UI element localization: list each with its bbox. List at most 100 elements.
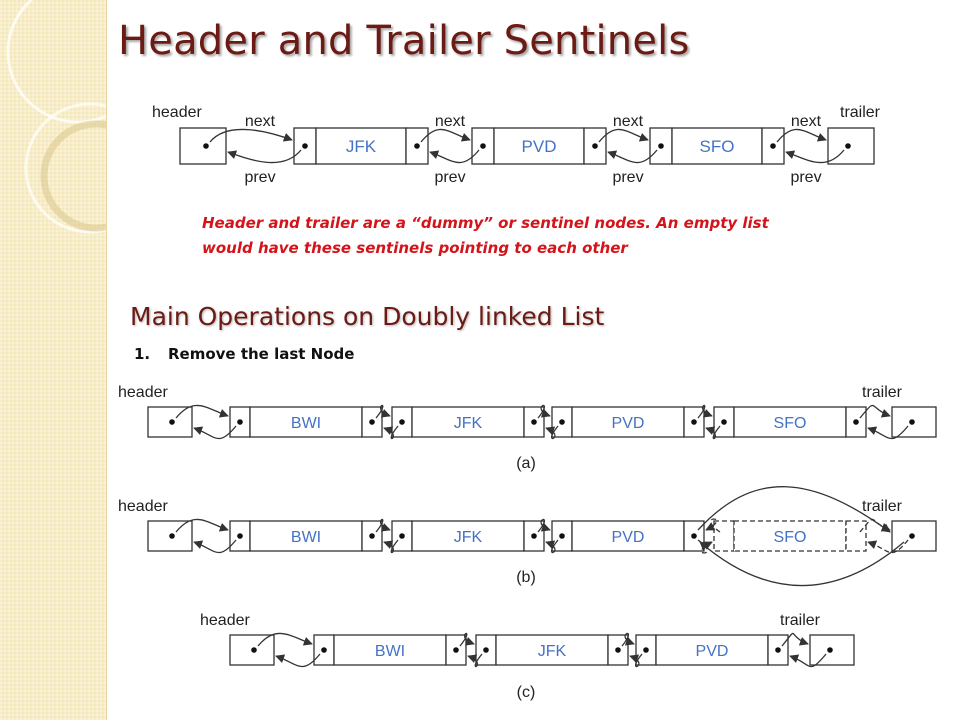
step-number: 1. bbox=[134, 345, 151, 363]
prev-label: prev bbox=[790, 169, 821, 186]
node-prev-dot bbox=[721, 419, 727, 425]
header-label: header bbox=[118, 498, 168, 515]
next-link-arrow-1 bbox=[375, 404, 391, 419]
node-next-dot bbox=[775, 647, 781, 653]
next-label: next bbox=[791, 113, 822, 130]
next-link-arrow-0 bbox=[257, 632, 313, 647]
node-element-cell bbox=[655, 634, 769, 666]
node-next-cell bbox=[845, 520, 867, 552]
node-prev-dot bbox=[399, 533, 405, 539]
prev-link-arrow-1 bbox=[383, 425, 399, 440]
prev-link-arrow-2 bbox=[607, 149, 658, 164]
next-link-arrow-3 bbox=[776, 128, 827, 143]
node-prev-dot bbox=[480, 143, 486, 149]
slide-title: Header and Trailer Sentinels bbox=[118, 18, 690, 64]
header-pointer-dot bbox=[169, 533, 175, 539]
prev-link-arrow-3 bbox=[789, 653, 827, 668]
node-next-dot bbox=[369, 533, 375, 539]
node-prev-dot bbox=[399, 419, 405, 425]
node-label: SFO bbox=[700, 137, 735, 156]
trailer-pointer-dot bbox=[845, 143, 851, 149]
node-next-dot bbox=[531, 419, 537, 425]
node-next-dot bbox=[615, 647, 621, 653]
next-link-arrow-3 bbox=[781, 632, 809, 647]
node-next-dot bbox=[531, 533, 537, 539]
sentinel-note: Header and trailer are a “dummy” or sent… bbox=[202, 211, 922, 261]
node-prev-dot bbox=[643, 647, 649, 653]
prev-link-arrow-2 bbox=[629, 653, 643, 668]
node-next-dot bbox=[691, 533, 697, 539]
node-element-cell bbox=[493, 127, 585, 165]
prev-link-arrow-0 bbox=[193, 539, 237, 554]
node-prev-dot bbox=[302, 143, 308, 149]
prev-link-arrow-0 bbox=[227, 149, 302, 164]
node-element-cell bbox=[733, 520, 847, 552]
trailer-label: trailer bbox=[780, 612, 821, 629]
node-label: PVD bbox=[696, 643, 729, 660]
node-label: JFK bbox=[346, 137, 377, 156]
next-link-arrow-1 bbox=[375, 518, 391, 533]
node-label: BWI bbox=[291, 529, 321, 546]
node-prev-dot bbox=[237, 419, 243, 425]
node-prev-cell bbox=[713, 520, 735, 552]
node-next-dot bbox=[453, 647, 459, 653]
section-heading: Main Operations on Doubly linked List bbox=[130, 302, 605, 331]
node-label: PVD bbox=[522, 137, 557, 156]
node-element-cell bbox=[671, 127, 763, 165]
next-link-arrow-1 bbox=[459, 632, 475, 647]
next-link-arrow-1 bbox=[420, 128, 471, 143]
node-label: BWI bbox=[375, 643, 405, 660]
next-link-arrow-0 bbox=[175, 518, 229, 533]
next-link-arrow-4 bbox=[859, 404, 891, 419]
next-link-arrow-0 bbox=[175, 404, 229, 419]
trailer-pointer-dot bbox=[827, 647, 833, 653]
prev-link-arrow-3 bbox=[705, 425, 721, 440]
prev-link-arrow-4 bbox=[867, 425, 909, 440]
prev-label: prev bbox=[244, 169, 275, 186]
prev-link-arrow-1 bbox=[467, 653, 483, 668]
node-element-cell bbox=[411, 520, 525, 552]
node-element-cell bbox=[495, 634, 609, 666]
node-prev-dot bbox=[658, 143, 664, 149]
header-pointer-dot bbox=[251, 647, 257, 653]
next-link-arrow-3 bbox=[697, 404, 713, 419]
prev-label: prev bbox=[612, 169, 643, 186]
bypass-next-arrow bbox=[697, 486, 891, 533]
node-label: PVD bbox=[612, 415, 645, 432]
prev-label: prev bbox=[434, 169, 465, 186]
prev-link-arrow-0 bbox=[275, 653, 321, 668]
decorative-sidebar bbox=[0, 0, 107, 720]
node-next-dot bbox=[369, 419, 375, 425]
next-link-arrow-2 bbox=[621, 632, 635, 647]
next-label: next bbox=[435, 113, 466, 130]
trailer-label: trailer bbox=[862, 384, 903, 401]
next-label: next bbox=[245, 113, 276, 130]
trailer-pointer-dot bbox=[909, 419, 915, 425]
node-label: JFK bbox=[538, 643, 567, 660]
removed-node-label: SFO bbox=[774, 529, 807, 546]
trailer-label: trailer bbox=[862, 498, 903, 515]
diagram-caption: (c) bbox=[517, 684, 536, 701]
node-element-cell bbox=[571, 406, 685, 438]
trailer-label: trailer bbox=[840, 104, 881, 121]
node-next-dot bbox=[592, 143, 598, 149]
node-next-dot bbox=[770, 143, 776, 149]
header-pointer-dot bbox=[203, 143, 209, 149]
decorative-rings bbox=[6, 0, 106, 234]
node-next-dot bbox=[853, 419, 859, 425]
step-text: Remove the last Node bbox=[168, 345, 355, 363]
diagram-caption: (a) bbox=[516, 455, 536, 472]
node-element-cell bbox=[411, 406, 525, 438]
next-link-arrow-2 bbox=[598, 128, 649, 143]
header-pointer-dot bbox=[169, 419, 175, 425]
node-element-cell bbox=[333, 634, 447, 666]
trailer-pointer-dot bbox=[909, 533, 915, 539]
node-label: PVD bbox=[612, 529, 645, 546]
header-label: header bbox=[118, 384, 168, 401]
next-link-arrow-0 bbox=[209, 128, 293, 143]
node-next-dot bbox=[414, 143, 420, 149]
